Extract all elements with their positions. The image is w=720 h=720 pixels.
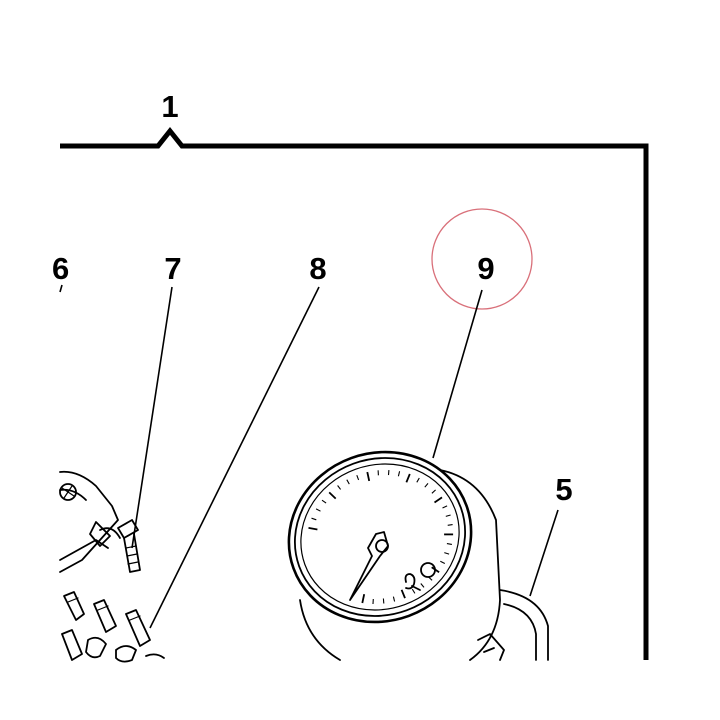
callout-5: 5 — [555, 472, 572, 507]
leader-line-6 — [59, 284, 63, 293]
gauge-tick — [400, 589, 406, 599]
gauge-dial-ticks — [308, 470, 454, 605]
bolt-icon — [117, 519, 141, 573]
gauge-tick — [328, 491, 337, 500]
pressure-gauge-icon — [287, 450, 501, 661]
gauge-tick — [440, 560, 446, 564]
gauge-tick — [433, 496, 443, 504]
callout-1: 1 — [161, 89, 178, 124]
gauge-indicator-circle — [420, 562, 436, 578]
mounting-bracket-icon — [59, 470, 121, 573]
gauge-tick — [392, 596, 396, 602]
gauge-tick — [416, 477, 420, 483]
gauge-tick — [356, 475, 360, 481]
gauge-tick — [420, 583, 425, 588]
callout-9: 9 — [477, 251, 494, 286]
gauge-tick — [397, 471, 401, 477]
gauge-tick — [366, 471, 371, 482]
gauge-tick — [311, 517, 317, 521]
gauge-tick — [447, 524, 453, 526]
hose-icon — [477, 589, 549, 661]
leader-line-7 — [131, 286, 173, 549]
gauge-tick — [361, 594, 366, 604]
gauge-tick — [446, 543, 452, 545]
gauge-needle — [349, 531, 389, 601]
gauge-tick — [308, 527, 318, 531]
gauge-tick — [424, 483, 429, 488]
callout-highlight-circle — [431, 208, 533, 310]
callout-7: 7 — [164, 251, 181, 286]
leader-line-9 — [432, 289, 483, 459]
gauge-tick — [444, 552, 450, 555]
leader-line-5 — [529, 509, 559, 597]
gauge-tick — [431, 489, 436, 494]
callout-8: 8 — [309, 251, 326, 286]
gauge-tick — [442, 505, 448, 509]
connector-terminals-icon — [61, 591, 165, 663]
gauge-tick — [315, 508, 321, 512]
gauge-tick — [405, 473, 411, 483]
gauge-tick — [411, 588, 416, 594]
gauge-tick — [321, 499, 327, 504]
gauge-tick — [346, 479, 350, 485]
assembly-frame — [60, 126, 649, 660]
gauge-tick — [337, 485, 342, 490]
leader-line-8 — [149, 286, 320, 629]
callout-6: 6 — [52, 251, 69, 286]
gauge-tick — [445, 514, 451, 517]
gauge-indicator-symbol — [404, 573, 421, 591]
